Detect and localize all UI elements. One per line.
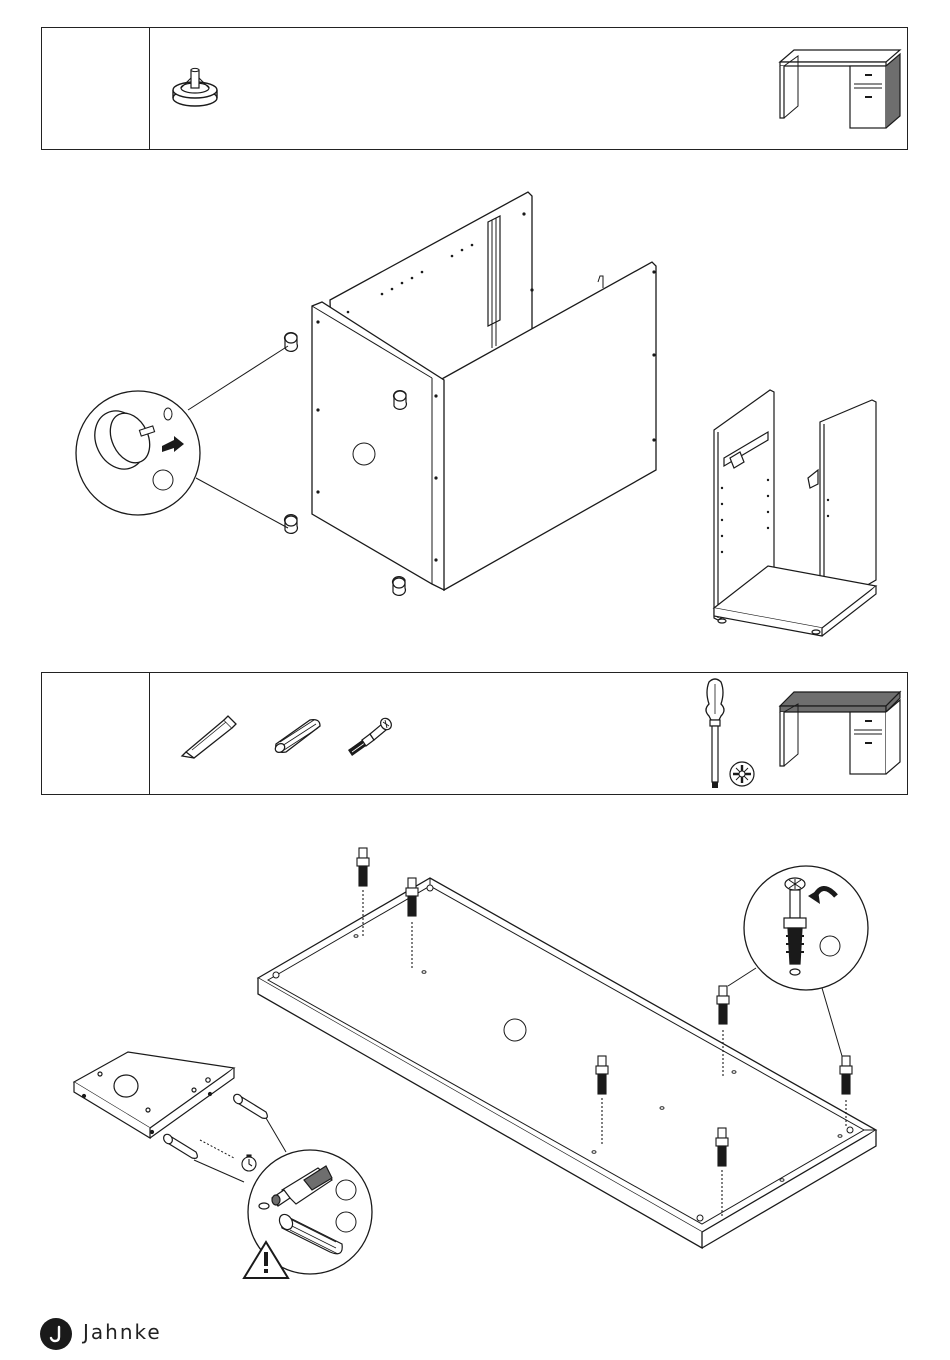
assembled-cabinet-preview (714, 390, 876, 636)
fluted-dowel-icon (266, 714, 326, 756)
step-1-number-cell (42, 28, 150, 149)
step-2-number-cell (42, 673, 150, 794)
step-2-illustration (0, 820, 950, 1300)
side-board-with-dowels (74, 1052, 234, 1138)
brand-wordmark: Jahnke (83, 1320, 162, 1344)
j-circle-logo-icon (40, 1318, 72, 1350)
glide-foot-mid (394, 391, 407, 410)
pozidriv-bit-icon (728, 760, 756, 788)
glide-foot-bottom-left (285, 515, 298, 534)
step-1-illustration (0, 160, 950, 650)
desk-top-preview-icon (772, 688, 902, 776)
desk-preview-icon (772, 44, 902, 132)
part-label-circle (504, 1019, 526, 1041)
timer-icon (242, 1155, 256, 1171)
wood-dowel-icon (178, 712, 238, 757)
glide-foot-icon (165, 64, 225, 114)
part-label-circle (353, 443, 375, 465)
glide-foot-bottom (393, 577, 406, 596)
glide-foot-top-left (285, 333, 298, 352)
cam-bolt-icon (340, 712, 396, 760)
part-label-circle-zoom (153, 470, 173, 490)
